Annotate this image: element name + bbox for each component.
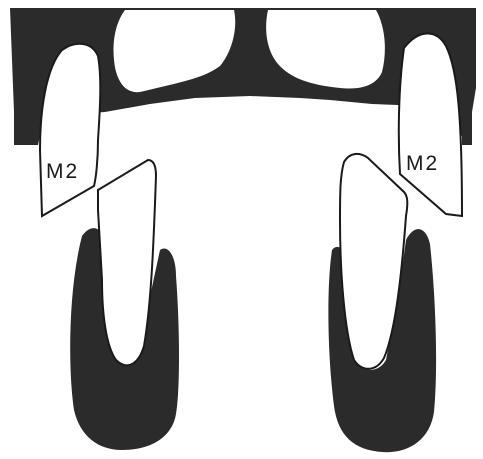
right-tooth-label: M2 — [406, 152, 439, 175]
left-tooth-label: M2 — [46, 160, 79, 183]
